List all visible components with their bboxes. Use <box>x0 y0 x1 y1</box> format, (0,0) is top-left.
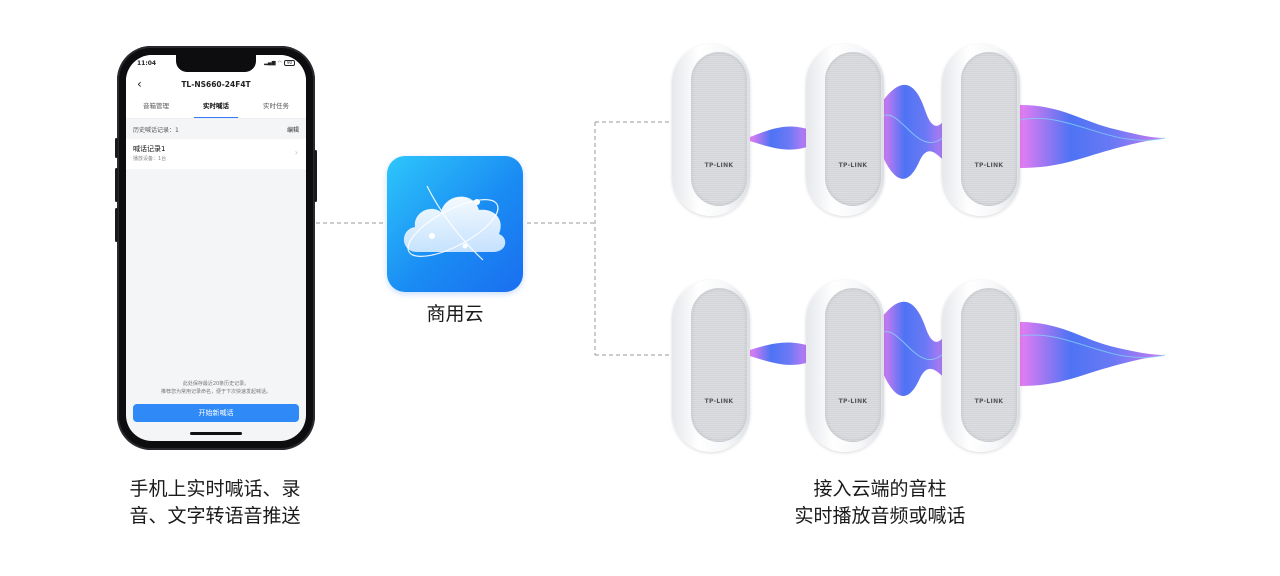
speaker-brand-logo: TP-LINK <box>974 398 1004 405</box>
sound-wave-top <box>750 84 1166 179</box>
record-device-count: 播放设备：1台 <box>133 156 167 162</box>
device-title: TL-NS660-24F4T <box>181 80 251 89</box>
tab-live-tasks[interactable]: 实时任务 <box>263 102 289 110</box>
record-name: 喊话记录1 <box>133 145 166 153</box>
tab-speaker-management[interactable]: 音箱管理 <box>143 102 169 110</box>
phone-volume-down <box>115 208 118 242</box>
cloud-label: 商用云 <box>426 303 484 325</box>
speaker-column: TP-LINK <box>806 44 884 216</box>
tab-live-broadcast[interactable]: 实时喊话 <box>186 95 246 118</box>
app-header: ‹ TL-NS660-24F4T <box>126 75 306 95</box>
history-bar: 历史喊话记录：1 编辑 <box>126 119 306 139</box>
speaker-grille <box>961 288 1017 442</box>
speaker-brand-logo: TP-LINK <box>838 162 868 169</box>
chevron-right-icon: › <box>294 148 298 157</box>
edit-button[interactable]: 编辑 <box>286 127 299 134</box>
speaker-grille <box>961 52 1017 206</box>
notice-line-1: 此处保存最近20条历史记录。 <box>182 381 250 387</box>
caption-speakers-line-2: 实时播放音频或喊话 <box>794 505 966 527</box>
phone-notch <box>176 55 256 72</box>
caption-phone: 手机上实时喊话、录 音、文字转语音推送 <box>105 476 325 530</box>
phone-volume-up <box>115 168 118 202</box>
cloud-app-icon <box>387 156 523 292</box>
tab-bar: 音箱管理 实时喊话 实时任务 <box>126 95 306 119</box>
start-new-broadcast-button[interactable]: 开始新喊话 <box>133 404 299 422</box>
signal-icon: ▂▄▆ <box>264 60 276 66</box>
speaker-grille <box>691 52 747 206</box>
sound-wave-bottom <box>750 301 1166 397</box>
caption-speakers-line-1: 接入云端的音柱 <box>813 478 947 500</box>
speaker-brand-logo: TP-LINK <box>838 398 868 405</box>
caption-speakers: 接入云端的音柱 实时播放音频或喊话 <box>740 476 1020 530</box>
notice-line-2: 推荐您为常用记录命名，便于下次快速发起喊话。 <box>160 389 271 395</box>
speaker-grille <box>825 288 881 442</box>
list-item[interactable]: 喊话记录1 播放设备：1台 › <box>126 139 306 169</box>
status-time: 11:04 <box>137 60 157 67</box>
speaker-column: TP-LINK <box>672 280 750 452</box>
cloud-icon <box>403 185 506 261</box>
speaker-brand-logo: TP-LINK <box>704 162 734 169</box>
caption-phone-line-1: 手机上实时喊话、录 <box>129 478 301 500</box>
history-notice: 此处保存最近20条历史记录。 推荐您为常用记录命名，便于下次快速发起喊话。 <box>126 380 306 396</box>
phone-side-button <box>115 138 118 158</box>
phone-screen: 11:04 ▂▄▆ ◠ 90 ‹ TL-NS660-24F4T 音箱管理 实时喊… <box>126 55 306 441</box>
speaker-column: TP-LINK <box>942 44 1020 216</box>
speaker-grille <box>691 288 747 442</box>
speaker-column: TP-LINK <box>806 280 884 452</box>
history-count-label: 历史喊话记录：1 <box>133 127 179 134</box>
speaker-column: TP-LINK <box>942 280 1020 452</box>
phone-power-button <box>314 150 317 202</box>
speaker-grille <box>825 52 881 206</box>
phone-mockup: 11:04 ▂▄▆ ◠ 90 ‹ TL-NS660-24F4T 音箱管理 实时喊… <box>115 46 317 450</box>
status-indicators: ▂▄▆ ◠ 90 <box>264 60 295 66</box>
home-indicator <box>190 432 242 435</box>
speaker-brand-logo: TP-LINK <box>974 162 1004 169</box>
wifi-icon: ◠ <box>277 60 282 66</box>
back-icon[interactable]: ‹ <box>137 77 142 91</box>
speaker-column: TP-LINK <box>672 44 750 216</box>
speaker-brand-logo: TP-LINK <box>704 398 734 405</box>
battery-icon: 90 <box>284 60 295 66</box>
caption-phone-line-2: 音、文字转语音推送 <box>129 505 301 527</box>
